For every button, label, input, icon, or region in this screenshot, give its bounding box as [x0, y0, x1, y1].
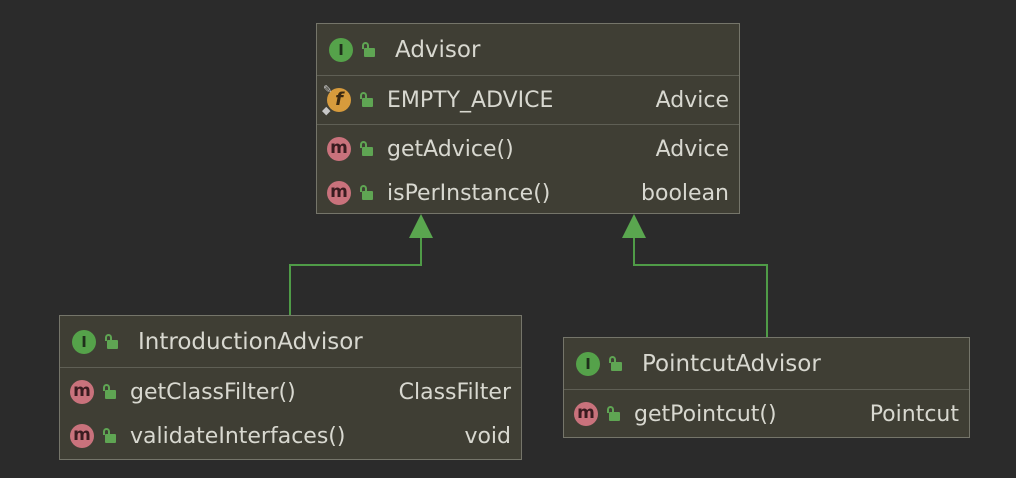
methods-section: m getClassFilter() ClassFilter m validat…: [60, 368, 521, 460]
public-access-icon: [359, 141, 373, 157]
class-header-advisor[interactable]: I Advisor: [317, 24, 739, 76]
method-return-type: void: [464, 423, 511, 449]
method-return-type: Advice: [655, 136, 729, 162]
class-box-introduction-advisor[interactable]: I IntroductionAdvisor m getClassFilter()…: [59, 315, 522, 460]
field-icon: ✎f◆: [322, 84, 351, 116]
public-access-icon: [102, 428, 116, 444]
method-row[interactable]: m getAdvice() Advice: [317, 127, 739, 171]
method-name: getAdvice(): [387, 136, 514, 162]
arrowhead-pointcut-to-advisor: [622, 214, 646, 238]
method-name: getPointcut(): [634, 401, 777, 427]
methods-section: m getAdvice() Advice m isPerInstance() b…: [317, 125, 739, 217]
method-return-type: boolean: [641, 180, 729, 206]
field-type: Advice: [655, 87, 729, 113]
interface-icon: I: [72, 329, 96, 354]
method-name: getClassFilter(): [130, 379, 296, 405]
public-access-icon: [606, 406, 620, 422]
method-icon: m: [327, 137, 351, 161]
method-row[interactable]: m isPerInstance() boolean: [317, 171, 739, 215]
method-row[interactable]: m getClassFilter() ClassFilter: [60, 370, 521, 414]
class-name: PointcutAdvisor: [642, 350, 821, 377]
interface-icon: I: [329, 37, 353, 62]
methods-section: m getPointcut() Pointcut: [564, 390, 969, 438]
public-access-icon: [359, 92, 373, 108]
field-row[interactable]: ✎f◆ EMPTY_ADVICE Advice: [317, 78, 739, 122]
method-row[interactable]: m validateInterfaces() void: [60, 414, 521, 458]
method-icon: m: [70, 380, 94, 404]
field-name: EMPTY_ADVICE: [387, 87, 554, 113]
public-access-icon: [608, 355, 622, 372]
public-access-icon: [102, 384, 116, 400]
interface-icon: I: [576, 351, 600, 376]
method-row[interactable]: m getPointcut() Pointcut: [564, 392, 969, 436]
connector-introduction-to-advisor: [289, 236, 422, 315]
public-access-icon: [359, 185, 373, 201]
class-box-pointcut-advisor[interactable]: I PointcutAdvisor m getPointcut() Pointc…: [563, 337, 970, 438]
arrowhead-introduction-to-advisor: [409, 214, 433, 238]
class-header-pointcut-advisor[interactable]: I PointcutAdvisor: [564, 338, 969, 390]
fields-section: ✎f◆ EMPTY_ADVICE Advice: [317, 76, 739, 125]
method-return-type: Pointcut: [869, 401, 959, 427]
method-name: validateInterfaces(): [130, 423, 346, 449]
connector-pointcut-to-advisor: [633, 236, 768, 337]
class-box-advisor[interactable]: I Advisor ✎f◆ EMPTY_ADVICE Advice m getA…: [316, 23, 740, 214]
public-access-icon: [361, 41, 375, 58]
public-access-icon: [104, 333, 118, 350]
class-header-introduction-advisor[interactable]: I IntroductionAdvisor: [60, 316, 521, 368]
method-icon: m: [574, 402, 598, 426]
class-name: Advisor: [395, 36, 481, 63]
class-name: IntroductionAdvisor: [138, 328, 363, 355]
method-icon: m: [327, 181, 351, 205]
method-name: isPerInstance(): [387, 180, 551, 206]
method-icon: m: [70, 424, 94, 448]
method-return-type: ClassFilter: [398, 379, 511, 405]
